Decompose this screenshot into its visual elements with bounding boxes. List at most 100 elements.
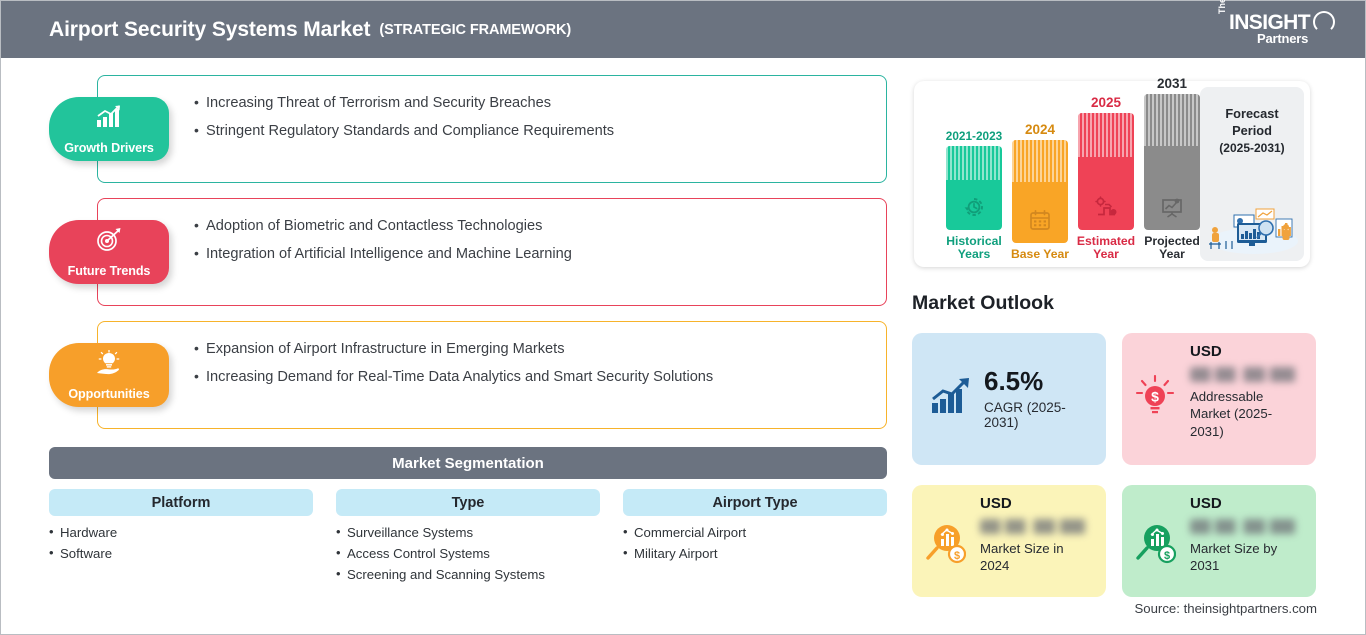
badge-growth-drivers[interactable]: Growth Drivers [49, 97, 169, 161]
svg-text:$: $ [954, 550, 960, 562]
blurred-value [1190, 519, 1304, 534]
list-item: Integration of Artificial Intelligence a… [194, 246, 868, 262]
growth-chart-icon [930, 377, 974, 422]
magnifier-chart-dollar-icon: $ [924, 521, 967, 565]
bar-caption: Base Year [1010, 247, 1070, 262]
cagr-caption: CAGR (2025-2031) [984, 400, 1066, 430]
bar-rect [946, 146, 1002, 231]
bar-rect [1144, 94, 1200, 231]
growth-drivers-box: Increasing Threat of Terrorism and Secur… [97, 75, 887, 183]
market-outlook-heading: Market Outlook [912, 292, 1054, 314]
list-item: Increasing Threat of Terrorism and Secur… [194, 95, 868, 111]
list-item: Increasing Demand for Real-Time Data Ana… [194, 369, 868, 385]
segment-title: Type [336, 489, 600, 516]
forecast-period-panel: Forecast Period (2025-2031) [1200, 87, 1304, 261]
bar-stripe-top [1078, 113, 1134, 158]
business-analytics-illustration [1204, 197, 1300, 255]
page-header: Airport Security Systems Market (STRATEG… [1, 0, 1365, 58]
logo-the-text: The [1217, 0, 1227, 14]
segmentation-column-platform: Platform Hardware Software [49, 489, 313, 568]
bar-caption: Projected Year [1144, 234, 1200, 262]
target-dartboard-icon [94, 227, 124, 253]
list-item: Hardware [49, 525, 313, 539]
forecast-timeline-card: 2021-2023 Historical Years 2024 [914, 76, 1310, 267]
logo-arc-icon [1313, 11, 1335, 33]
outlook-card-cagr: 6.5% CAGR (2025-2031) [912, 333, 1106, 465]
bar-year-label: 2025 [1090, 95, 1122, 111]
outlook-card-market-size-2031: $ USD Market Size by 2031 [1122, 485, 1316, 597]
segmentation-column-airport-type: Airport Type Commercial Airport Military… [623, 489, 887, 568]
bar-year-label: 2031 [1156, 76, 1188, 92]
forecast-line-1: Forecast [1225, 106, 1279, 121]
forecast-period-text: Forecast Period (2025-2031) [1200, 105, 1304, 156]
list-item: Screening and Scanning Systems [336, 567, 600, 581]
segment-list: Commercial Airport Military Airport [623, 525, 887, 560]
list-item: Software [49, 546, 313, 560]
segment-list: Hardware Software [49, 525, 313, 560]
currency-label: USD [1190, 495, 1222, 512]
card-caption: Market Size in 2024 [980, 541, 1064, 574]
bar-stripe-top [1012, 140, 1068, 183]
bar-chart-arrow-up-icon [94, 104, 124, 130]
bar-group-projected: 2031 Projected Year [1142, 76, 1202, 261]
badge-label: Opportunities [68, 387, 150, 401]
growth-drivers-bullets: Increasing Threat of Terrorism and Secur… [98, 76, 886, 138]
outlook-card-market-size-2024: $ USD Market Size in 2024 [912, 485, 1106, 597]
source-attribution: Source: theinsightpartners.com [1134, 601, 1317, 616]
badge-future-trends[interactable]: Future Trends [49, 220, 169, 284]
calendar-icon [1028, 209, 1052, 231]
bar-rect [1012, 140, 1068, 244]
list-item: Surveillance Systems [336, 525, 600, 539]
list-item: Expansion of Airport Infrastructure in E… [194, 341, 868, 357]
blurred-value [980, 519, 1094, 534]
bar-year-label: 2024 [1024, 122, 1056, 138]
lightbulb-dollar-icon: $ [1134, 374, 1176, 419]
page-title: Airport Security Systems Market [49, 17, 371, 41]
segment-list: Surveillance Systems Access Control Syst… [336, 525, 600, 582]
cagr-value: 6.5% [984, 366, 1044, 396]
opportunities-bullets: Expansion of Airport Infrastructure in E… [98, 322, 886, 384]
svg-text:$: $ [1164, 550, 1170, 562]
bar-caption: Historical Years [946, 234, 1002, 262]
card-caption: Market Size by 2031 [1190, 541, 1278, 574]
market-size-2024-body: USD Market Size in 2024 [980, 495, 1094, 575]
badge-opportunities[interactable]: Opportunities [49, 343, 169, 407]
list-item: Stringent Regulatory Standards and Compl… [194, 123, 868, 139]
badge-label: Growth Drivers [64, 141, 154, 155]
forecast-bar-chart: 2021-2023 Historical Years 2024 [928, 76, 1200, 267]
segment-title: Airport Type [623, 489, 887, 516]
bar-group-estimated: 2025 [1076, 95, 1136, 261]
logo-insight-text: INSIGHT [1229, 11, 1311, 34]
market-segmentation-header: Market Segmentation [49, 447, 887, 479]
list-item: Military Airport [623, 546, 887, 560]
market-size-2031-body: USD Market Size by 2031 [1190, 495, 1304, 575]
opportunities-box: Expansion of Airport Infrastructure in E… [97, 321, 887, 429]
segmentation-column-type: Type Surveillance Systems Access Control… [336, 489, 600, 590]
future-trends-box: Adoption of Biometric and Contactless Te… [97, 198, 887, 306]
segment-title: Platform [49, 489, 313, 516]
forecast-line-2: Period [1232, 123, 1272, 139]
svg-text:$: $ [1151, 389, 1159, 405]
card-caption: Addressable Market (2025-2031) [1190, 389, 1273, 439]
bar-year-label: 2021-2023 [945, 129, 1003, 144]
bar-rect [1078, 113, 1134, 231]
page-subtitle: (STRATEGIC FRAMEWORK) [379, 21, 572, 38]
lightbulb-in-hand-icon [94, 349, 124, 376]
bar-group-base: 2024 [1010, 122, 1070, 261]
list-item: Adoption of Biometric and Contactless Te… [194, 218, 868, 234]
bar-caption: Estimated Year [1076, 234, 1136, 262]
gear-analytics-icon [1094, 196, 1118, 218]
addressable-market-body: USD Addressable Market (2025-2031) [1190, 343, 1304, 440]
list-item: Access Control Systems [336, 546, 600, 560]
logo-partners-text: Partners [1257, 31, 1309, 46]
list-item: Commercial Airport [623, 525, 887, 539]
currency-label: USD [980, 495, 1012, 512]
forecast-years: (2025-2031) [1219, 140, 1285, 155]
currency-label: USD [1190, 343, 1222, 360]
presentation-chart-icon [1160, 196, 1184, 219]
magnifier-chart-dollar-icon: $ [1134, 521, 1177, 565]
history-clock-icon [962, 196, 986, 218]
brand-logo: The INSIGHT Partners [1217, 0, 1337, 50]
bar-group-historical: 2021-2023 Historical Years [944, 129, 1004, 261]
